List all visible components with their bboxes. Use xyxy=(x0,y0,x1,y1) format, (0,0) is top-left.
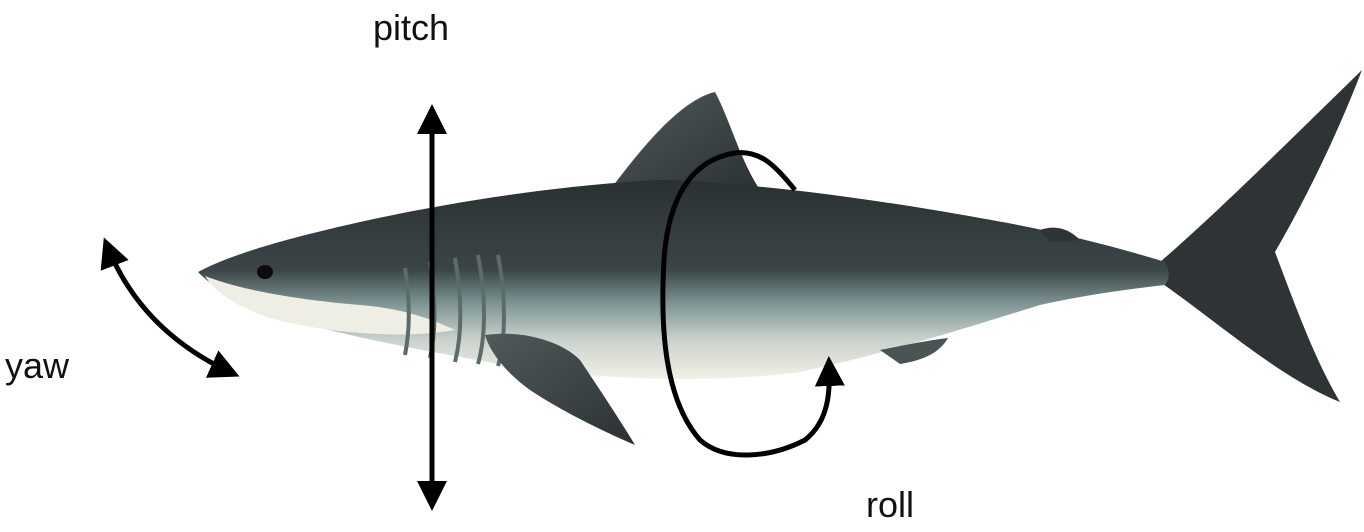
pitch-label: pitch xyxy=(373,10,449,46)
yaw-arrow-icon xyxy=(106,243,234,374)
roll-label: roll xyxy=(866,487,914,523)
yaw-label: yaw xyxy=(5,348,69,384)
shark-eye xyxy=(257,265,273,279)
tail-fin xyxy=(1160,70,1362,402)
shark-body xyxy=(198,180,1169,379)
shark-illustration-icon xyxy=(198,70,1362,445)
dorsal-fin xyxy=(610,92,760,190)
